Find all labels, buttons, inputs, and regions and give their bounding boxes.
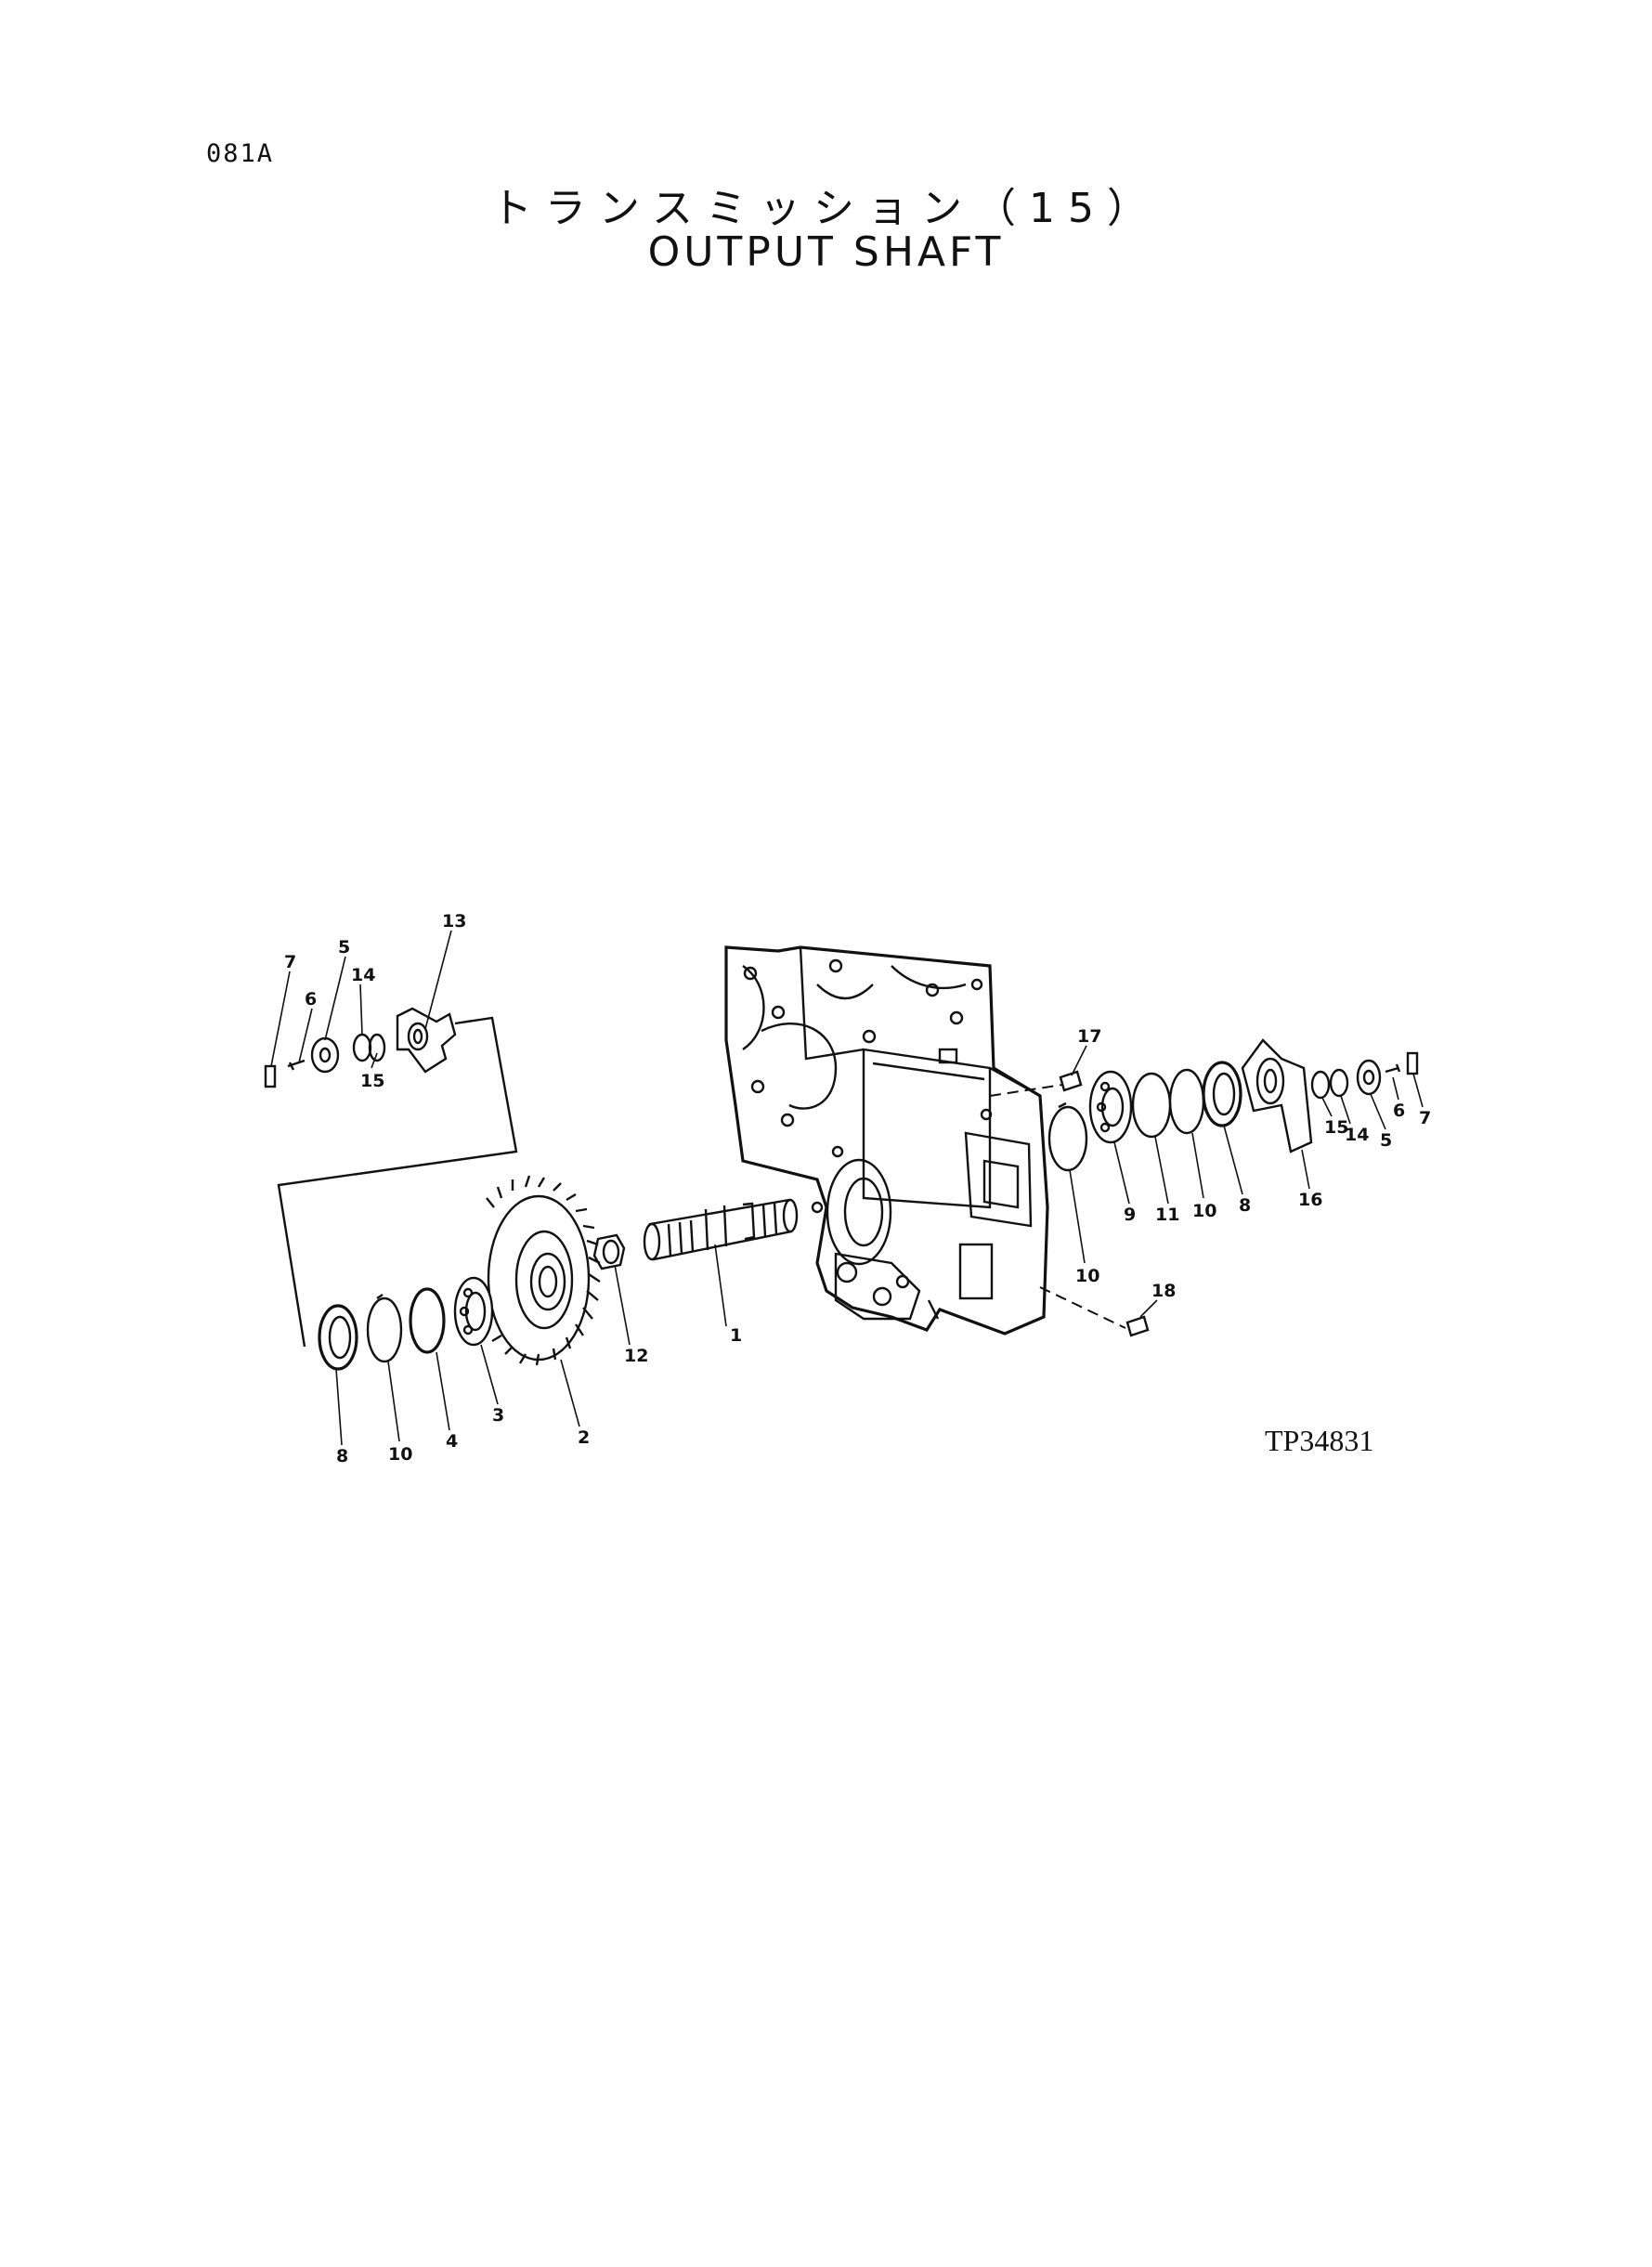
callout-18: 18 (1151, 1281, 1176, 1301)
callout-6-left: 6 (305, 989, 317, 1010)
dowel-pins (989, 1070, 1150, 1337)
page-code: 081A (206, 139, 275, 168)
callout-15-left: 15 (360, 1071, 384, 1091)
callout-9: 9 (1124, 1205, 1136, 1225)
callout-10-right-b: 10 (1192, 1201, 1216, 1221)
callout-10-right-a: 10 (1075, 1266, 1099, 1286)
figure-code: TP34831 (1265, 1424, 1374, 1457)
callout-17: 17 (1077, 1026, 1101, 1047)
shaft-nut (592, 1233, 626, 1270)
callout-7-left: 7 (284, 952, 296, 972)
callout-1: 1 (730, 1325, 742, 1346)
callout-7-right: 7 (1419, 1108, 1431, 1128)
callout-labels: 13 5 14 6 7 15 1 12 2 3 4 10 8 10 9 11 1… (284, 911, 1431, 1466)
callout-12: 12 (624, 1346, 648, 1366)
callout-5-right: 5 (1380, 1130, 1392, 1151)
transmission-housing (724, 945, 1049, 1335)
output-gear (482, 1175, 601, 1366)
right-bearing-stack (1047, 1061, 1242, 1172)
callout-14-left: 14 (351, 965, 375, 985)
callout-16: 16 (1298, 1190, 1322, 1210)
callout-6-right: 6 (1393, 1101, 1405, 1121)
callout-5-left: 5 (338, 937, 350, 958)
callout-13: 13 (442, 911, 466, 932)
page-title-japanese: トランスミッション（15） (490, 185, 1162, 232)
left-bearing-stack (318, 1276, 494, 1371)
callout-2: 2 (578, 1427, 590, 1448)
callout-14-right: 14 (1345, 1125, 1369, 1145)
callout-11: 11 (1155, 1205, 1179, 1225)
callout-10-left: 10 (388, 1444, 412, 1465)
callout-3: 3 (492, 1405, 504, 1426)
callout-8-right: 8 (1239, 1195, 1251, 1216)
left-yoke-group (264, 1007, 518, 1348)
callout-15-right: 15 (1324, 1117, 1348, 1138)
output-shaft (643, 1198, 799, 1261)
callout-8-left: 8 (336, 1446, 348, 1466)
page-title-english: OUTPUT SHAFT (647, 228, 1005, 276)
callout-4: 4 (446, 1431, 458, 1452)
right-flange-group (1241, 1038, 1419, 1153)
leader-lines (270, 930, 1424, 1446)
